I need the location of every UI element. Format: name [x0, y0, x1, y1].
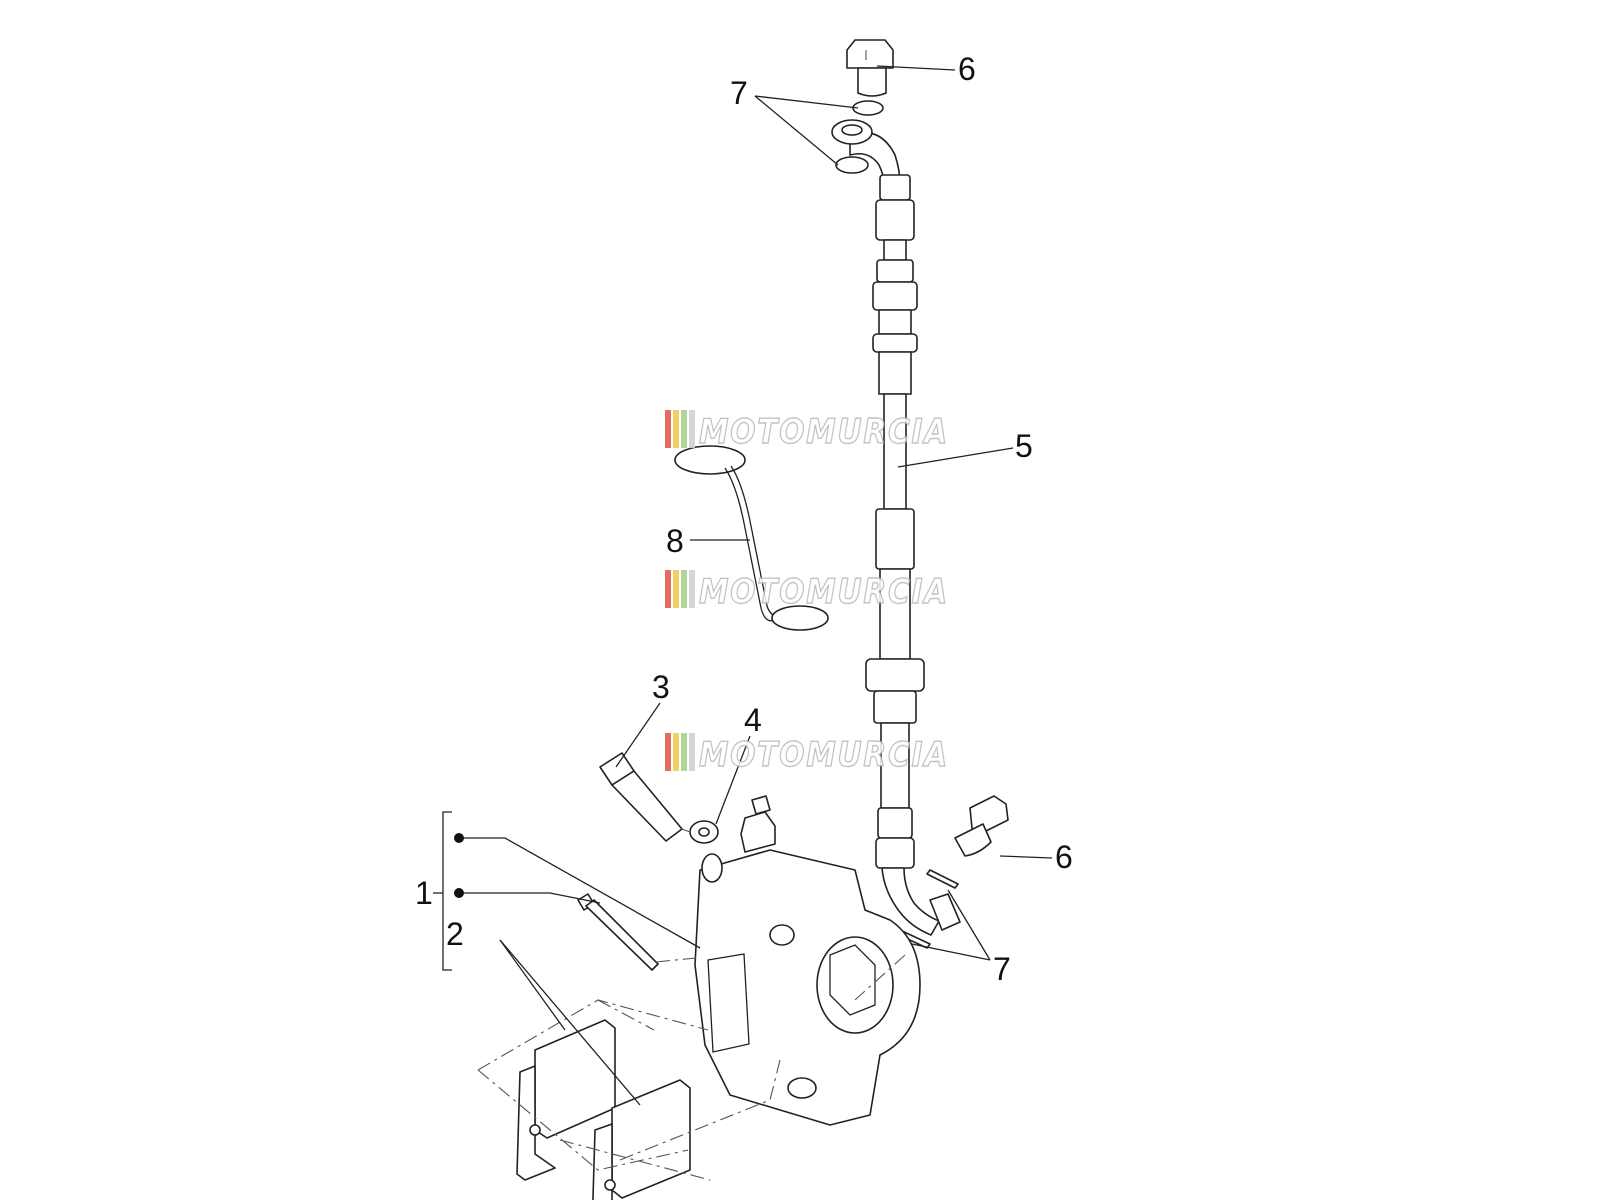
assembly-lines	[477, 50, 906, 1181]
watermark-stripe	[681, 410, 687, 448]
watermark-stripe	[673, 570, 679, 608]
watermark-text: MOTOMURCIA	[699, 572, 949, 612]
guide-pin	[577, 893, 659, 971]
callout-5: 5	[1015, 428, 1033, 464]
banjo-bolt-top	[846, 39, 894, 97]
callout-6-top: 6	[958, 51, 976, 87]
callout-7-top: 7	[730, 75, 748, 111]
watermark-text: MOTOMURCIA	[699, 735, 949, 775]
bullet-dot	[454, 833, 464, 843]
watermark-stripe	[681, 733, 687, 771]
watermark-stripe	[689, 570, 695, 608]
watermark-text: MOTOMURCIA	[699, 412, 949, 452]
callout-8: 8	[666, 523, 684, 559]
brake-pipe	[674, 445, 829, 631]
callout-2: 2	[446, 916, 464, 952]
leader-lines	[433, 65, 1053, 1106]
callout-7-lower: 7	[993, 951, 1011, 987]
brake-hose	[831, 119, 961, 936]
banjo-bolt-lower	[954, 795, 1009, 857]
watermark-stripe	[689, 733, 695, 771]
watermark-stripe	[665, 570, 671, 608]
watermark-stripe	[673, 733, 679, 771]
callout-numbers: 1 2 3 4 5 6 6 7 7 8	[415, 51, 1073, 987]
brake-caliper	[694, 795, 921, 1126]
watermark-stripe	[681, 570, 687, 608]
watermark-stripe	[665, 410, 671, 448]
washer-lower-upper	[926, 869, 959, 889]
callout-4: 4	[744, 702, 762, 738]
brake-pad-front	[592, 1079, 691, 1200]
callout-3: 3	[652, 669, 670, 705]
callout-1: 1	[415, 875, 433, 911]
watermark: MOTOMURCIA MOTOMURCIA MOTOMURCIA	[665, 410, 949, 776]
watermark-stripe	[673, 410, 679, 448]
bullet-dot	[454, 888, 464, 898]
brake-pad-rear	[516, 1019, 616, 1181]
washer-top-lower	[835, 156, 869, 174]
callout-6-lower: 6	[1055, 839, 1073, 875]
watermark-stripe	[689, 410, 695, 448]
watermark-stripe	[665, 733, 671, 771]
